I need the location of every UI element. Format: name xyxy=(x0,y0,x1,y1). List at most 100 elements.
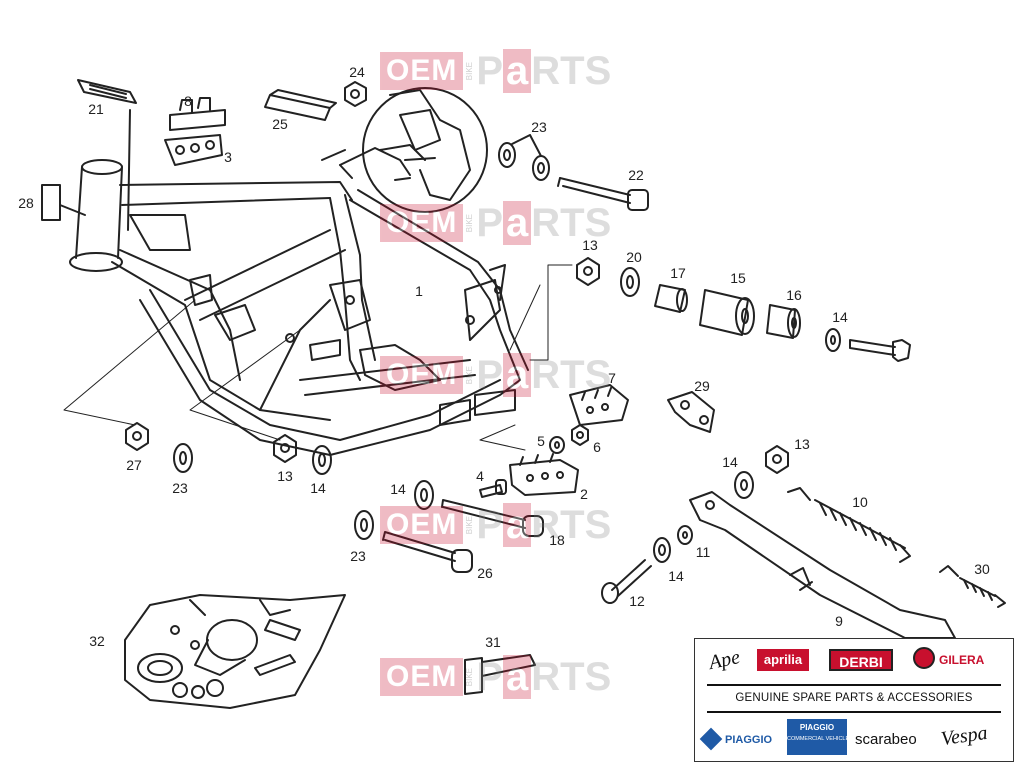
part-16-bushing xyxy=(766,304,801,339)
piaggio-cv-top: PIAGGIO xyxy=(799,723,835,732)
watermark-rts: RTS xyxy=(531,353,612,397)
watermark-logo: OEM BIKE PaRTS xyxy=(380,655,612,699)
watermark-oem: OEM xyxy=(380,204,464,242)
watermark-rts: RTS xyxy=(531,201,612,245)
watermark-logo: OEM BIKE PaRTS xyxy=(380,503,612,547)
part-23-washer-top xyxy=(498,134,550,181)
callout-4: 4 xyxy=(476,468,484,484)
watermark-a: a xyxy=(503,353,532,397)
part-14-washer-small xyxy=(653,537,671,563)
part-23-washer-mid xyxy=(173,443,193,473)
part-24-nut xyxy=(344,81,367,107)
callout-6: 6 xyxy=(593,439,601,455)
watermark-bike: BIKE xyxy=(465,515,475,535)
watermark-p: P xyxy=(476,201,504,245)
callout-22: 22 xyxy=(628,167,644,183)
callout-24: 24 xyxy=(349,64,365,80)
genuine-parts-caption: GENUINE SPARE PARTS & ACCESSORIES xyxy=(735,692,973,704)
watermark-oem: OEM xyxy=(380,506,464,544)
callout-20: 20 xyxy=(626,249,642,265)
callout-9: 9 xyxy=(835,613,843,629)
watermark-a: a xyxy=(503,655,532,699)
watermark-logo: OEM BIKE PaRTS xyxy=(380,201,612,245)
part-14-bolt-upper xyxy=(825,328,911,362)
callout-14: 14 xyxy=(832,309,848,325)
part-25-block xyxy=(264,89,337,121)
part-3-footrest xyxy=(164,134,223,166)
scarabeo-logo: scarabeo xyxy=(855,731,917,748)
callout-29: 29 xyxy=(694,378,710,394)
frame-drawing xyxy=(69,159,529,456)
callout-26: 26 xyxy=(477,565,493,581)
callout-23: 23 xyxy=(531,119,547,135)
part-28-label xyxy=(41,184,86,221)
callout-16: 16 xyxy=(786,287,802,303)
callout-32: 32 xyxy=(89,633,105,649)
callout-23: 23 xyxy=(350,548,366,564)
part-15-bushing xyxy=(699,289,755,336)
brand-panel: Ape aprilia DERBI GILERA GENUINE SPARE P… xyxy=(694,638,1014,762)
callout-1: 1 xyxy=(415,283,423,299)
part-5-washer xyxy=(549,436,565,454)
watermark-bike: BIKE xyxy=(465,365,475,385)
part-32-lock-kit xyxy=(124,594,346,709)
callout-25: 25 xyxy=(272,116,288,132)
callout-14: 14 xyxy=(668,568,684,584)
part-8-rubber xyxy=(169,97,226,131)
watermark-oem: OEM xyxy=(380,356,464,394)
callout-13: 13 xyxy=(794,436,810,452)
piaggio-logo: PIAGGIO xyxy=(725,734,773,746)
callout-27: 27 xyxy=(126,457,142,473)
part-29-bracket xyxy=(667,391,715,433)
part-2-footrest xyxy=(509,453,579,496)
watermark-oem: OEM xyxy=(380,52,464,90)
watermark-bike: BIKE xyxy=(465,667,475,687)
part-17-spacer xyxy=(654,284,688,313)
watermark-a: a xyxy=(503,201,532,245)
vespa-logo: Vespa xyxy=(939,721,989,751)
watermark-rts: RTS xyxy=(531,655,612,699)
callout-2: 2 xyxy=(580,486,588,502)
callout-14: 14 xyxy=(310,480,326,496)
watermark-p: P xyxy=(476,49,504,93)
watermark-logo: OEM BIKE PaRTS xyxy=(380,49,612,93)
callout-14: 14 xyxy=(390,481,406,497)
gilera-logo: GILERA xyxy=(939,653,985,667)
part-31-key xyxy=(464,654,536,695)
aprilia-logo: aprilia xyxy=(757,649,809,671)
watermark-rts: RTS xyxy=(531,49,612,93)
part-7-footrest xyxy=(569,384,629,426)
watermark-rts: RTS xyxy=(531,503,612,547)
watermark-logo: OEM BIKE PaRTS xyxy=(380,353,612,397)
part-21-pad xyxy=(77,79,137,231)
part-11-spacer xyxy=(677,525,693,545)
ape-logo: Ape xyxy=(706,646,742,675)
watermark-p: P xyxy=(476,503,504,547)
part-4-screw xyxy=(479,479,507,498)
watermark-p: P xyxy=(476,353,504,397)
callout-21: 21 xyxy=(88,101,104,117)
detail-magnifier xyxy=(321,87,488,213)
part-14-washer-stand xyxy=(734,471,754,499)
callout-13: 13 xyxy=(277,468,293,484)
watermark-bike: BIKE xyxy=(465,61,475,81)
part-30-spring xyxy=(939,565,1006,608)
callout-15: 15 xyxy=(730,270,746,286)
part-14-washer-lower xyxy=(414,480,434,510)
callout-3: 3 xyxy=(224,149,232,165)
callout-11: 11 xyxy=(695,544,711,560)
watermark-a: a xyxy=(503,503,532,547)
callout-18: 18 xyxy=(549,532,565,548)
part-14-washer-mid xyxy=(312,445,332,475)
derbi-logo: DERBI xyxy=(829,649,893,671)
part-9-side-stand xyxy=(689,491,956,639)
gilera-emblem-icon xyxy=(913,647,935,669)
watermark-oem: OEM xyxy=(380,658,464,696)
watermark-a: a xyxy=(503,49,532,93)
divider-top xyxy=(707,684,1001,686)
part-13-nut-upper xyxy=(576,257,600,286)
part-12-pin xyxy=(601,559,652,604)
callout-12: 12 xyxy=(629,593,645,609)
